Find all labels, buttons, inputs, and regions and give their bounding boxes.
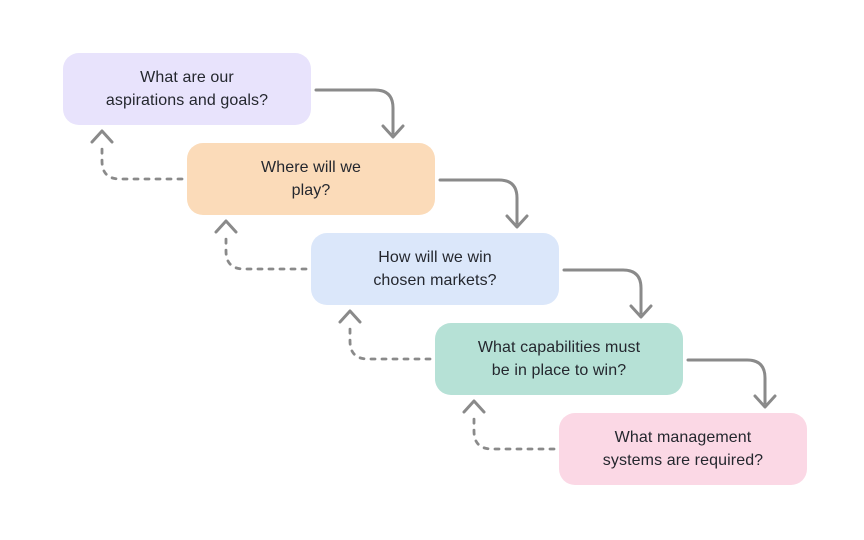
flow-arrow-4-to-5 [686, 358, 777, 409]
node-how-to-win: How will we win chosen markets? [311, 233, 559, 305]
arrowhead-up-icon [90, 129, 114, 144]
feedback-arrow-2-to-1 [90, 129, 184, 181]
node-capabilities: What capabilities must be in place to wi… [435, 323, 683, 395]
node-management-systems: What management systems are required? [559, 413, 807, 485]
arrowhead-up-icon [462, 399, 486, 414]
node-label-line: aspirations and goals? [105, 92, 269, 109]
feedback-arrow-3-to-2 [214, 219, 308, 271]
flow-arrow-1-to-2 [314, 88, 405, 139]
node-label-line: systems are required? [602, 452, 764, 469]
node-label-line: chosen markets? [373, 272, 497, 289]
arrowhead-down-icon [505, 214, 529, 229]
node-label-line: play? [291, 182, 331, 199]
feedback-arrow-4-to-3 [338, 309, 432, 361]
node-label-line: Where will we [261, 159, 361, 176]
arrowhead-down-icon [629, 304, 653, 319]
node-label-line: How will we win [378, 249, 492, 266]
flow-arrow-2-to-3 [438, 178, 529, 229]
node-label-line: What capabilities must [477, 339, 641, 356]
arrowhead-down-icon [753, 394, 777, 409]
arrowhead-up-icon [338, 309, 362, 324]
arrowhead-down-icon [381, 124, 405, 139]
node-where-to-play: Where will we play? [187, 143, 435, 215]
node-aspirations-goals: What are our aspirations and goals? [63, 53, 311, 125]
arrowhead-up-icon [214, 219, 238, 234]
feedback-arrow-5-to-4 [462, 399, 556, 451]
flow-arrow-3-to-4 [562, 268, 653, 319]
node-label-line: What are our [140, 69, 234, 86]
node-label-line: What management [614, 429, 752, 446]
node-label-line: be in place to win? [491, 362, 627, 379]
